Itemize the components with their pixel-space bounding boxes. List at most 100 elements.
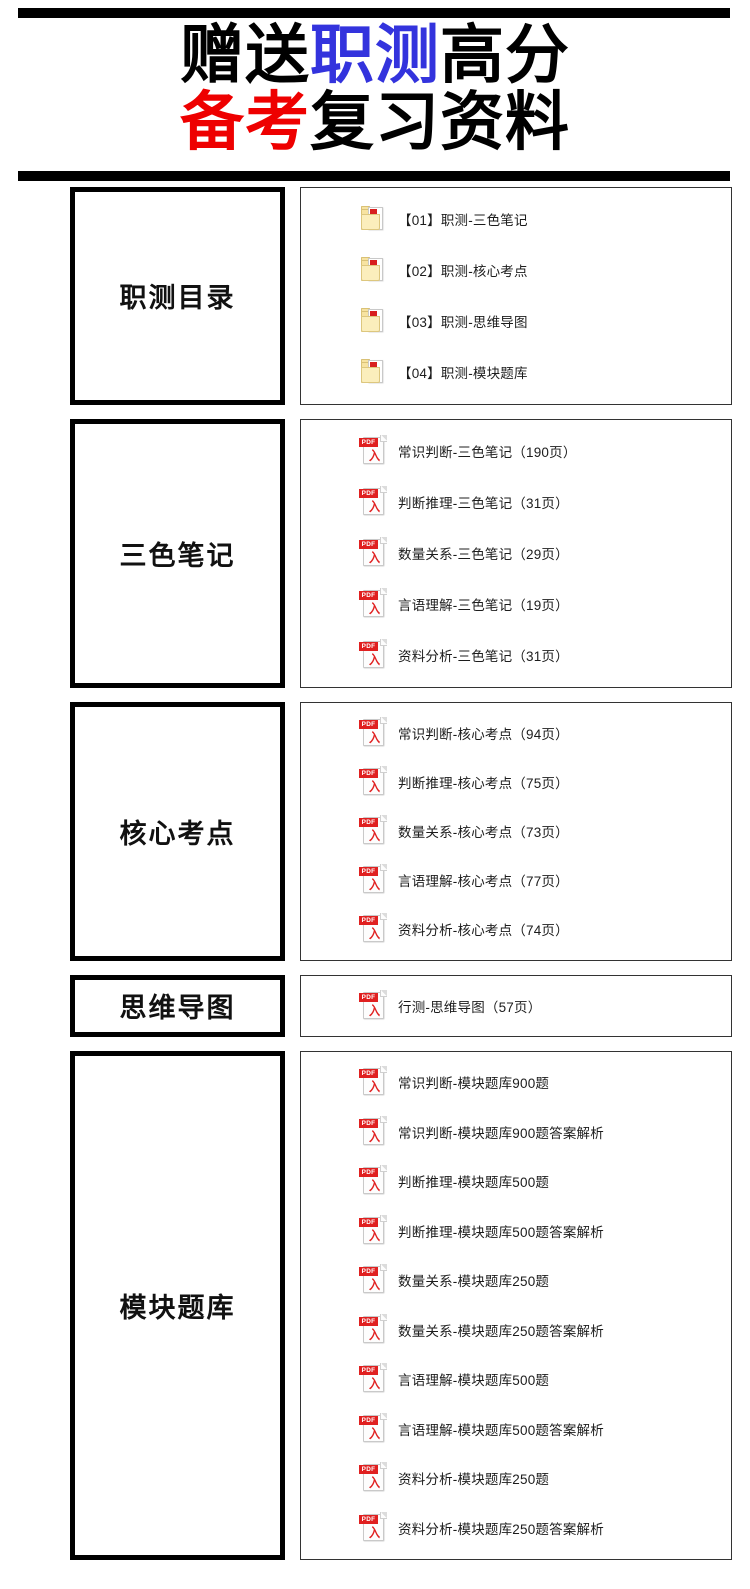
section-1: 职测目录入【01】职测-三色笔记入【02】职测-核心考点入【03】职测-思维导图… [0,186,750,405]
pdf-tab-label: PDF [359,769,378,779]
section-label-box: 核心考点 [70,701,285,961]
pdf-tab-label: PDF [359,591,378,601]
pdf-tab-label: PDF [359,1415,378,1425]
file-name-label: 【01】职测-三色笔记 [398,213,528,229]
acrobat-glyph: 入 [368,1129,381,1145]
pdf-tab-label: PDF [359,1168,378,1178]
pdf-tab-label: PDF [359,1366,378,1376]
file-name-label: 判断推理-核心考点（75页） [398,776,569,792]
file-name-label: 常识判断-模块题库900题答案解析 [398,1125,604,1141]
list-item[interactable]: 入【01】职测-三色笔记 [301,194,731,245]
file-name-label: 常识判断-三色笔记（190页） [398,445,577,461]
file-name-label: 【04】职测-模块题库 [398,366,528,382]
list-item[interactable]: 入【02】职测-核心考点 [301,245,731,296]
pdf-tab-label: PDF [359,540,378,550]
pdf-tab-label: PDF [359,489,378,499]
acrobat-glyph: 入 [368,1476,381,1492]
pdf-tab-label: PDF [359,642,378,652]
pdf-tab-label: PDF [359,438,378,448]
header-title-line-2: 备考复习资料 [0,89,750,156]
file-name-label: 常识判断-核心考点（94页） [398,727,569,743]
pdf-tab-label: PDF [359,1069,378,1079]
section-label: 模块题库 [119,1292,236,1324]
section-label: 职测目录 [119,283,236,315]
acrobat-glyph: 入 [368,1426,381,1442]
acrobat-glyph: 入 [368,551,381,567]
list-item[interactable]: 入【03】职测-思维导图 [301,296,731,347]
acrobat-glyph: 入 [368,731,381,747]
page-header: 赠送职测高分 备考复习资料 [0,8,750,181]
pdf-tab-label: PDF [359,1316,378,1326]
acrobat-glyph: 入 [368,1278,381,1294]
pdf-tab-label: PDF [359,992,378,1002]
pdf-tab-label: PDF [359,1465,378,1475]
acrobat-glyph: 入 [368,449,381,465]
file-name-label: 资料分析-三色笔记（31页） [398,649,569,665]
acrobat-glyph: 入 [368,1377,381,1393]
acrobat-glyph: 入 [368,1080,381,1096]
file-name-label: 言语理解-核心考点（77页） [398,874,569,890]
folder-icon: 入 [359,203,387,235]
header-title-block: 赠送职测高分 备考复习资料 [0,18,750,159]
acrobat-glyph: 入 [368,1327,381,1343]
section-label: 思维导图 [119,993,236,1025]
list-item[interactable]: 入【04】职测-模块题库 [301,347,731,398]
section-label-box: 职测目录 [70,186,285,405]
file-name-label: 数量关系-核心考点（73页） [398,825,569,841]
file-name-label: 判断推理-三色笔记（31页） [398,496,569,512]
folder-icon: 入 [359,356,387,388]
acrobat-glyph: 入 [368,878,381,894]
file-name-label: 数量关系-模块题库250题答案解析 [398,1323,604,1339]
title-part-zengsong: 赠送 [180,19,310,93]
acrobat-glyph: 入 [368,927,381,943]
acrobat-glyph: 入 [368,1003,381,1019]
file-name-label: 【03】职测-思维导图 [398,315,528,331]
section-file-list: 入【01】职测-三色笔记入【02】职测-核心考点入【03】职测-思维导图入【04… [300,186,732,405]
file-name-label: 判断推理-模块题库500题答案解析 [398,1224,604,1240]
pdf-tab-label: PDF [359,1267,378,1277]
folder-icon: 入 [359,254,387,286]
pdf-tab-label: PDF [359,916,378,926]
section-label-box: 三色笔记 [70,418,285,688]
file-name-label: 数量关系-三色笔记（29页） [398,547,569,563]
